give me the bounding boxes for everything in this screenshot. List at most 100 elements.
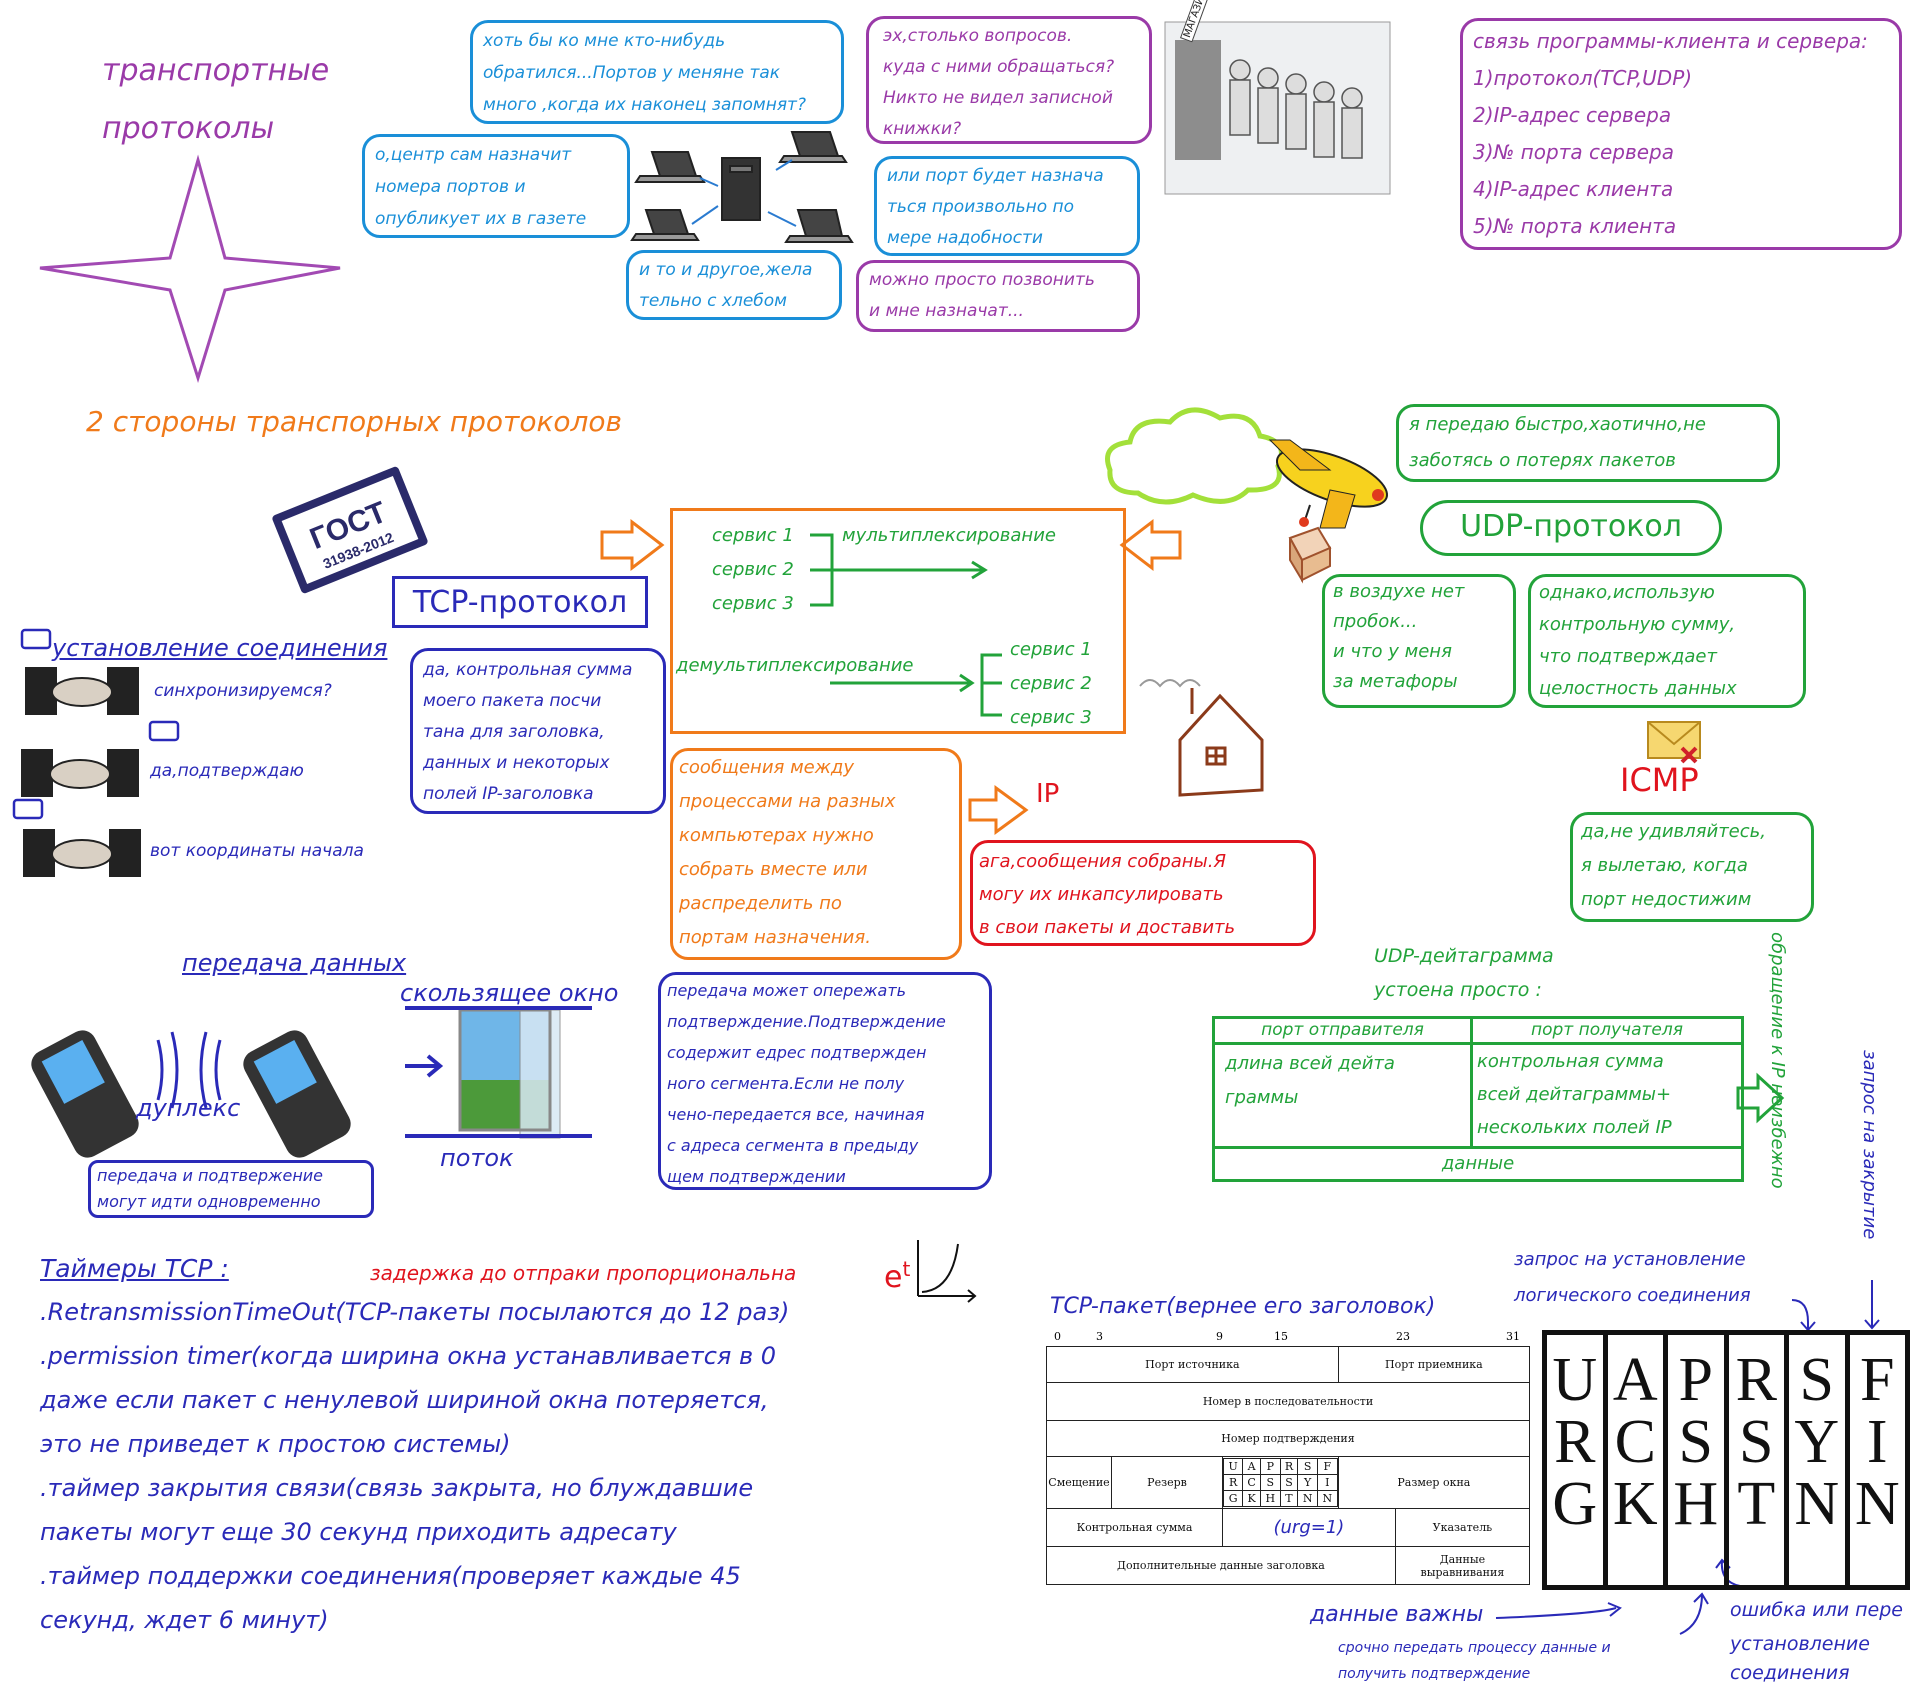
- bubble-line: опубликует их в газете: [375, 209, 587, 229]
- udp-note-right: однако,использую контрольную сумму, что …: [1528, 574, 1806, 708]
- sides-title: 2 стороны транспорных протоколов: [86, 405, 623, 438]
- bubble-line: эх,столько вопросов.: [883, 26, 1073, 46]
- flag-letter: R: [1735, 1346, 1777, 1414]
- note-line: я передаю быстро,хаотично,не: [1409, 414, 1706, 435]
- cloud-icon: [1105, 407, 1284, 505]
- udp-length-cell: длина всей дейта граммы: [1215, 1045, 1473, 1149]
- udp-data: данные: [1441, 1153, 1515, 1174]
- rst-note-line: ошибка или пере: [1730, 1599, 1903, 1621]
- flag-small: R: [1222, 1474, 1244, 1491]
- handshake-step: да,подтверждаю: [150, 761, 304, 781]
- udp-datagram-subtitle: устоена просто :: [1374, 979, 1542, 1001]
- duplex-note: передача и подтвержение могут идти однов…: [88, 1160, 374, 1218]
- padding-line: Данные: [1439, 1552, 1486, 1566]
- house-icon: [1139, 679, 1264, 797]
- udp-datagram-table: порт отправителя порт получателя длина в…: [1212, 1016, 1744, 1182]
- phone-icon: [243, 1030, 351, 1158]
- exp-plot-icon: [917, 1240, 977, 1303]
- phone-icon: [31, 1030, 139, 1158]
- bubble-line: много ,когда их наконец запомнят?: [483, 95, 806, 115]
- note-line: процессами на разных: [679, 791, 896, 812]
- udp-note-left: в воздухе нет пробок... и что у меня за …: [1322, 574, 1516, 708]
- udp-datagram-title: UDP-дейтаграмма: [1374, 945, 1554, 967]
- timer-line: .таймер закрытия связи(связь закрыта, но…: [40, 1474, 754, 1502]
- bubble-line: номера портов и: [375, 177, 526, 197]
- note-line: за метафоры: [1333, 671, 1458, 692]
- note-line: однако,использую: [1539, 582, 1715, 603]
- udp-dst-port: порт получателя: [1531, 1020, 1683, 1040]
- ack-cell: Номер подтверждения: [1046, 1420, 1530, 1457]
- note-line: передача может опережать: [667, 981, 907, 1000]
- note-line: да, контрольная сумма: [423, 660, 633, 680]
- exp-formula: et: [884, 1254, 910, 1302]
- service-in: сервис 3: [712, 593, 794, 614]
- flag-letter: I: [1866, 1408, 1888, 1476]
- note-line: пробок...: [1333, 611, 1418, 632]
- bubble-arbitrary-port: или порт будет назнача ться произвольно …: [874, 156, 1140, 256]
- udp-label-box: UDP-протокол: [1420, 500, 1722, 556]
- flag-letter: R: [1554, 1408, 1596, 1476]
- note-line: контрольную сумму,: [1539, 614, 1736, 635]
- note-line: в воздухе нет: [1333, 581, 1465, 602]
- flag-small: U: [1222, 1458, 1244, 1475]
- page-title-line2: протоколы: [102, 111, 275, 146]
- flag-small: G: [1222, 1490, 1244, 1507]
- bubble-line: о,центр сам назначит: [375, 145, 572, 165]
- bit-mark: 3: [1096, 1330, 1103, 1343]
- timers-list: .RetransmissionTimeOut(TCP-пакеты посыла…: [40, 1290, 789, 1642]
- udp-src-port-cell: порт отправителя: [1215, 1019, 1473, 1045]
- flag-small: K: [1242, 1490, 1261, 1507]
- flag-letter: C: [1614, 1408, 1656, 1476]
- reserved-cell: Резерв: [1111, 1456, 1223, 1509]
- note-line: в свои пакеты и доставить: [979, 917, 1236, 938]
- connection-list-item: 1)протокол(TCP,UDP): [1473, 66, 1693, 90]
- timers-title: Таймеры TCP :: [40, 1254, 229, 1283]
- arrow-in-left: [600, 518, 665, 572]
- window-size-cell: Размер окна: [1337, 1456, 1531, 1509]
- chat-icon: [12, 628, 180, 820]
- service-in: сервис 2: [712, 559, 794, 580]
- bit-ruler: 0 3 9 15 23 31: [1046, 1330, 1522, 1344]
- pointer-cell: Указатель: [1394, 1508, 1531, 1547]
- icmp-label: ICMP: [1620, 756, 1699, 806]
- flag-small: R: [1279, 1458, 1299, 1475]
- udp-src-port: порт отправителя: [1261, 1020, 1424, 1040]
- syn-note-line: запрос на установление: [1514, 1249, 1746, 1270]
- flag-letter: S: [1739, 1408, 1774, 1476]
- note-line: чено-передается все, начиная: [667, 1105, 925, 1124]
- tcp-checksum-note: да, контрольная сумма моего пакета посчи…: [410, 648, 666, 814]
- connection-list-item: 2)IP-адрес сервера: [1473, 103, 1672, 127]
- timer-line: .RetransmissionTimeOut(TCP-пакеты посыла…: [40, 1298, 790, 1326]
- udp-checksum: всей дейтаграммы+: [1477, 1084, 1672, 1105]
- parcel-icon: [1288, 526, 1332, 584]
- note-line: я вылетаю, когда: [1581, 855, 1748, 876]
- timer-line: .permission timer(когда ширина окна уста…: [40, 1342, 777, 1370]
- timer-line: пакеты могут еще 30 секунд приходить адр…: [40, 1518, 677, 1546]
- airplane-icon: [1268, 439, 1389, 529]
- note-line: моего пакета посчи: [423, 691, 602, 711]
- note-line: что подтверждает: [1539, 646, 1717, 667]
- flag-letter: S: [1678, 1408, 1713, 1476]
- stream-label: поток: [440, 1144, 514, 1172]
- timer-line: даже если пакет с ненулевой шириной окна…: [40, 1386, 769, 1414]
- bubble-both: и то и другое,жела тельно с хлебом: [626, 250, 842, 320]
- flag-letter: U: [1552, 1346, 1598, 1414]
- laptop-icon: [634, 151, 706, 183]
- note-line: ага,сообщения собраны.Я: [979, 851, 1226, 872]
- bit-mark: 9: [1216, 1330, 1223, 1343]
- note-line: полей IP-заголовка: [423, 784, 594, 804]
- window-picture: [458, 1008, 561, 1139]
- flag-small: H: [1260, 1490, 1281, 1507]
- flag-letter: P: [1678, 1346, 1713, 1414]
- bubble-line: ться произвольно по: [887, 197, 1075, 217]
- handshake-icon: [25, 667, 139, 715]
- handshake-icon: [23, 829, 141, 877]
- urg-note-cell: (urg=1): [1222, 1508, 1396, 1547]
- flag-small: N: [1316, 1490, 1338, 1507]
- bubble-line: обратился...Портов у меняне так: [483, 63, 781, 83]
